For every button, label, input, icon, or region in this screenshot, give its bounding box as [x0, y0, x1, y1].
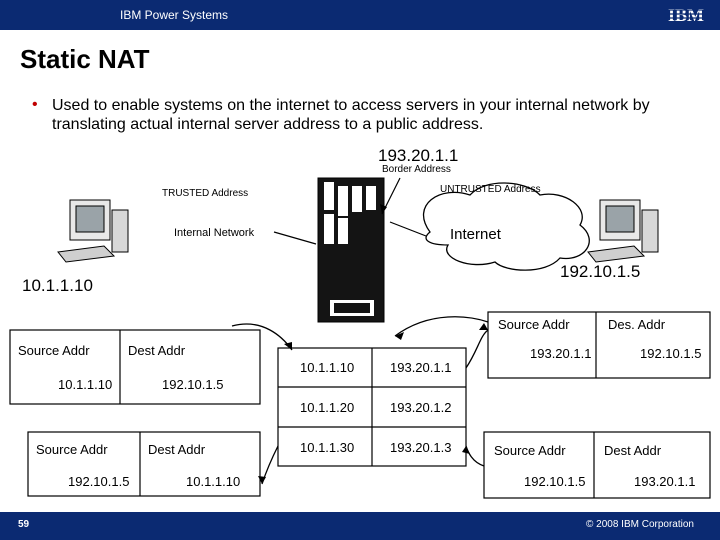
- nat-row-1-internal: 10.1.1.10: [300, 360, 355, 375]
- right-packet-out-box: [487, 311, 711, 379]
- border-ip: 193.20.1.1: [378, 146, 459, 165]
- left-in-dst-label: Dest Addr: [148, 442, 206, 457]
- left-in-dst: 10.1.1.10: [186, 474, 241, 489]
- internal-network-label: Internal Network: [174, 227, 255, 239]
- right-out-dst-label: Des. Addr: [608, 317, 666, 332]
- left-out-src-label: Source Addr: [18, 343, 90, 358]
- flow-arrow-table-to-right: [465, 329, 489, 369]
- right-out-src: 193.20.1.1: [530, 346, 592, 361]
- nat-row-3-external: 193.20.1.3: [390, 440, 452, 455]
- copyright-text: © 2008 IBM Corporation: [586, 519, 694, 530]
- right-host-ip: 192.10.1.5: [560, 262, 641, 281]
- page-number: 59: [18, 519, 30, 530]
- right-in-src-label: Source Addr: [494, 443, 566, 458]
- right-out-dst: 192.10.1.5: [640, 346, 702, 361]
- nat-row-2-internal: 10.1.1.20: [300, 400, 355, 415]
- left-in-src: 192.10.1.5: [68, 474, 130, 489]
- left-packet-out-box: [9, 329, 261, 405]
- bullet-text: Used to enable systems on the internet t…: [52, 97, 650, 133]
- right-in-src: 192.10.1.5: [524, 474, 586, 489]
- internet-label: Internet: [450, 226, 501, 243]
- internet-link-line: [389, 221, 427, 237]
- left-out-dst-label: Dest Addr: [128, 343, 186, 358]
- flow-arrow-table-return: [465, 445, 485, 467]
- untrusted-label: UNTRUSTED Address: [440, 184, 541, 195]
- left-in-src-label: Source Addr: [36, 442, 108, 457]
- right-in-dst-label: Dest Addr: [604, 443, 662, 458]
- header-title: IBM Power Systems: [120, 8, 229, 22]
- ibm-logo: IBM: [664, 5, 708, 25]
- nat-table-grid: [277, 347, 467, 467]
- nat-row-2-external: 193.20.1.2: [390, 400, 452, 415]
- left-out-src: 10.1.1.10: [58, 377, 113, 392]
- footer-bar: [0, 512, 720, 540]
- left-packet-in-box: [27, 431, 261, 497]
- right-out-src-label: Source Addr: [498, 317, 570, 332]
- left-out-dst: 192.10.1.5: [162, 377, 224, 392]
- internal-link-line: [273, 231, 317, 245]
- slide-title: Static NAT: [20, 44, 150, 74]
- server-icon: [317, 177, 385, 323]
- right-computer-icon: [587, 199, 659, 263]
- flow-arrow-left-to-table: [231, 323, 293, 351]
- bullet-marker: •: [32, 96, 38, 113]
- flow-arrow-right-return: [394, 316, 489, 337]
- left-host-ip: 10.1.1.10: [22, 276, 93, 295]
- nat-row-3-internal: 10.1.1.30: [300, 440, 355, 455]
- right-packet-in-box: [483, 431, 711, 499]
- header-bar: [0, 0, 720, 30]
- internet-cloud: [423, 182, 590, 271]
- right-in-dst: 193.20.1.1: [634, 474, 696, 489]
- nat-row-1-external: 193.20.1.1: [390, 360, 452, 375]
- left-computer-icon: [57, 199, 129, 263]
- border-label: Border Address: [382, 164, 451, 175]
- trusted-label: TRUSTED Address: [162, 188, 249, 199]
